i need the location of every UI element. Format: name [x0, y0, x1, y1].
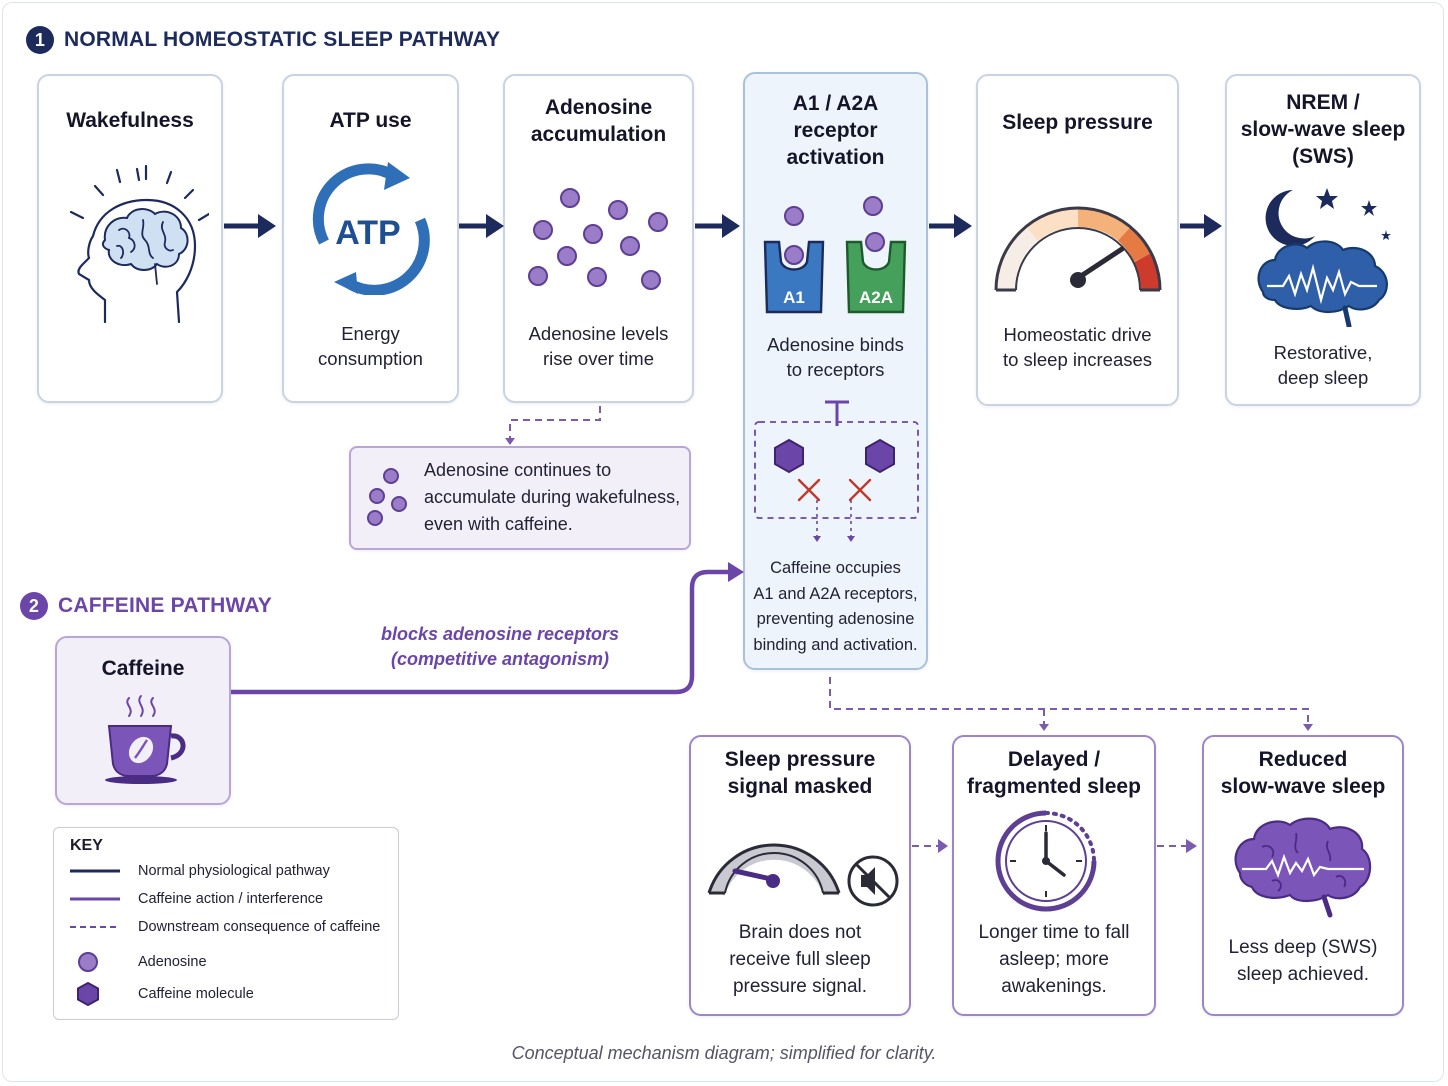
brain-head-icon [69, 164, 209, 324]
key-item-caffeine-action: Caffeine action / interference [70, 886, 323, 912]
clock-icon [995, 810, 1097, 912]
atp-cycle-icon: ATP [312, 162, 430, 295]
caffeine-block-inset [754, 400, 919, 542]
card-signal-masked-caption: Brain does not receive full sleep pressu… [729, 922, 871, 997]
card-nrem-title: NREM / slow-wave sleep (SWS) [1240, 91, 1406, 168]
card-receptor-caption: Adenosine binds to receptors [767, 334, 904, 380]
card-wakefulness-title: Wakefulness [66, 109, 194, 132]
card-caffeine-title: Caffeine [101, 657, 185, 680]
key-item-adenosine: Adenosine [70, 949, 207, 975]
section-caffeine-title: CAFFEINE PATHWAY [58, 594, 272, 617]
caffeine-action-arrow [231, 562, 744, 695]
accumulation-note-box: Adenosine continues to accumulate during… [349, 446, 691, 550]
card-sleep-pressure-caption: Homeostatic drive to sleep increases [1002, 324, 1153, 370]
card-receptor-activation: A1 / A2A receptor activation A1 A2A Aden… [743, 72, 928, 670]
receptors-icon: A1 A2A [763, 196, 907, 314]
arrow-wakefulness-to-atp [258, 214, 276, 238]
key-symbol-solid-purple-line [70, 896, 124, 902]
key-symbol-dashed-purple-line [70, 924, 124, 930]
downstream-dashed-connectors [829, 677, 1309, 847]
card-reduced-sws-title: Reduced slow-wave sleep [1220, 748, 1386, 798]
section-caffeine-heading: 2 CAFFEINE PATHWAY [20, 592, 272, 620]
coffee-cup-icon [105, 695, 186, 784]
card-wakefulness: Wakefulness [37, 74, 223, 403]
adenosine-dots-icon [528, 188, 668, 290]
purple-brain-icon [1234, 817, 1372, 918]
caffeine-action-label: blocks adenosine receptors (competitive … [380, 624, 620, 669]
card-atp-use: ATP use ATP Energy consumption [282, 74, 459, 403]
accumulation-note-text: Adenosine continues to accumulate during… [424, 460, 681, 534]
card-sleep-pressure-title: Sleep pressure [1002, 111, 1153, 134]
card-accumulation-title: Adenosine accumulation [530, 96, 667, 146]
card-receptor-block-caption: Caffeine occupies A1 and A2A receptors, … [753, 559, 918, 654]
card-reduced-sws-caption: Less deep (SWS) sleep achieved. [1228, 937, 1378, 985]
card-atp-caption: Energy consumption [318, 323, 423, 369]
card-delayed-sleep-title: Delayed / fragmented sleep [967, 748, 1141, 798]
card-nrem-sws: NREM / slow-wave sleep (SWS) Restorative… [1225, 74, 1421, 406]
card-caffeine: Caffeine [55, 636, 231, 805]
legend-key: KEY Normal physiological pathway Caffein… [53, 827, 399, 1020]
key-label-adenosine: Adenosine [138, 954, 207, 970]
section-caffeine-number: 2 [20, 592, 48, 620]
card-nrem-caption: Restorative, deep sleep [1273, 342, 1373, 388]
key-label-caffeine-action: Caffeine action / interference [138, 891, 324, 907]
key-symbol-solid-navy-line [70, 868, 124, 874]
key-label-normal: Normal physiological pathway [138, 863, 330, 879]
card-adenosine-accumulation: Adenosine accumulation Adenosine levels … [503, 74, 694, 403]
accumulation-dashed-connector [509, 406, 601, 440]
section-normal-heading: 1 NORMAL HOMEOSTATIC SLEEP PATHWAY [26, 26, 500, 54]
arrow-atp-to-adenosine [486, 214, 504, 238]
card-delayed-sleep-caption: Longer time to fall asleep; more awakeni… [978, 922, 1130, 997]
normal-pathway-arrows [224, 214, 1222, 238]
key-item-caffeine-molecule: Caffeine molecule [70, 981, 254, 1007]
receptor-a1-label: A1 [783, 288, 805, 307]
key-symbol-purple-hexagon [70, 982, 124, 1006]
adenosine-cluster-icon [367, 468, 407, 526]
card-signal-masked: Sleep pressure signal masked Brain does … [689, 735, 911, 1016]
arrow-receptor-to-pressure [954, 214, 972, 238]
card-accumulation-caption: Adenosine levels rise over time [528, 323, 669, 369]
section-normal-title: NORMAL HOMEOSTATIC SLEEP PATHWAY [64, 28, 501, 51]
key-label-downstream: Downstream consequence of caffeine [138, 919, 381, 935]
key-item-normal: Normal physiological pathway [70, 858, 330, 884]
section-normal-number: 1 [26, 26, 54, 54]
receptor-a2a-label: A2A [859, 288, 893, 307]
card-signal-masked-title: Sleep pressure signal masked [724, 748, 876, 798]
card-delayed-sleep: Delayed / fragmented sleep Longer time t… [952, 735, 1156, 1016]
atp-icon-label: ATP [335, 214, 400, 252]
gauge-icon [994, 206, 1162, 292]
card-atp-title: ATP use [329, 109, 412, 132]
key-symbol-purple-circle [70, 951, 124, 973]
key-title: KEY [70, 837, 103, 854]
arrow-adenosine-to-receptor [722, 214, 740, 238]
card-receptor-title: A1 / A2A receptor activation [786, 92, 885, 169]
arrow-pressure-to-nrem [1204, 214, 1222, 238]
footer-note: Conceptual mechanism diagram; simplified… [511, 1043, 937, 1063]
moon-brain-icon [1257, 188, 1391, 327]
card-reduced-sws: Reduced slow-wave sleep Less deep (SWS) … [1202, 735, 1404, 1016]
card-sleep-pressure: Sleep pressure Homeostatic drive to slee… [976, 74, 1179, 406]
muted-gauge-icon [707, 843, 899, 907]
key-label-caffeine-molecule: Caffeine molecule [138, 986, 254, 1002]
key-item-downstream: Downstream consequence of caffeine [70, 914, 380, 940]
